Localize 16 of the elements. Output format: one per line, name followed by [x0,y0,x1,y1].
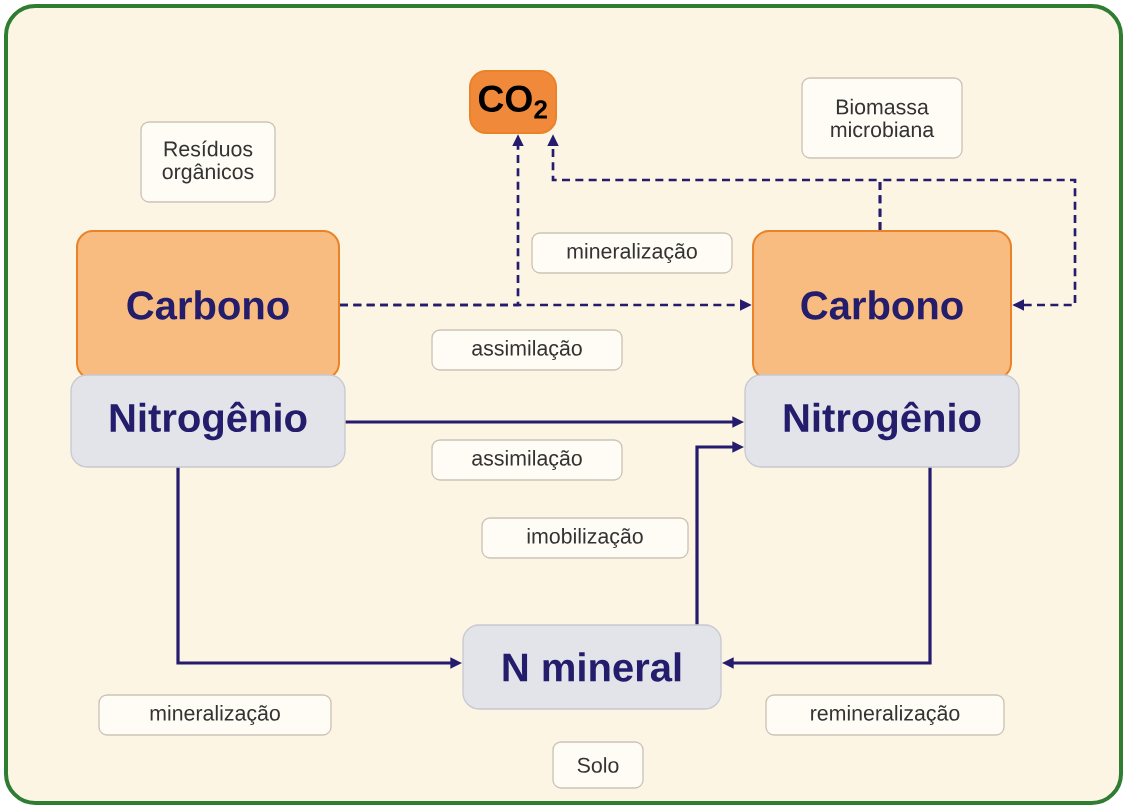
edge-label: assimilação [431,329,623,371]
carbon-box: Carbono [76,230,340,380]
nitrogen-box: Nitrogênio [70,374,346,468]
caption-box: Solo [552,741,644,789]
edge-label: mineralização [531,232,733,274]
carbon-box: Carbono [752,230,1012,380]
edge-label: mineralização [98,694,332,736]
arrow [878,178,1077,311]
caption-box: Biomassa microbiana [801,77,963,159]
edge-label: remineralização [765,694,1005,736]
co2-box: CO$_{2}$ [469,70,557,134]
nitrogen-box: Nitrogênio [744,374,1020,468]
caption-box: Resíduos orgânicos [140,121,276,203]
nitrogen-box: N mineral [462,624,722,710]
edge-label: imobilização [481,517,689,559]
edge-label: assimilação [431,439,623,481]
